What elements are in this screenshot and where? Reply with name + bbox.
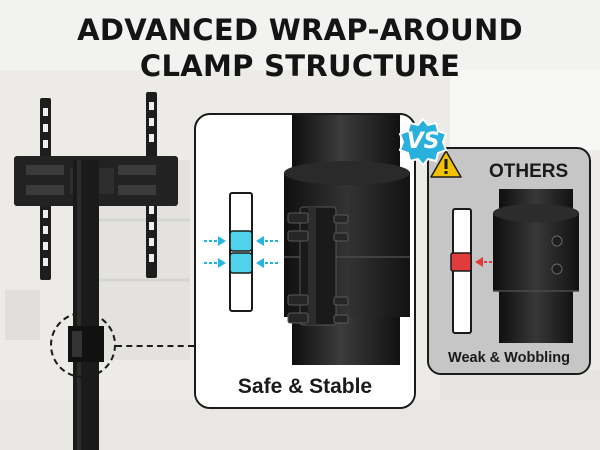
headline: ADVANCED WRAP-AROUND CLAMP STRUCTURE — [0, 12, 600, 84]
clamp-callout-line — [116, 345, 194, 347]
headline-line-2: CLAMP STRUCTURE — [139, 49, 461, 83]
vs-label: VS — [406, 129, 440, 154]
weak-wobbling-caption: Weak & Wobbling — [448, 350, 570, 366]
vs-badge-shape — [398, 117, 448, 167]
safe-stable-panel: Safe & Stable — [194, 113, 416, 409]
others-panel: OTHERS Weak & Wobbling — [427, 147, 591, 375]
wrap-around-clamp-illustration — [196, 115, 414, 407]
safe-stable-caption: Safe & Stable — [237, 375, 373, 398]
clamp-callout-circle — [50, 312, 116, 378]
warning-triangle-icon — [430, 150, 462, 178]
others-title: OTHERS — [489, 161, 569, 182]
tv-stand-product — [14, 92, 178, 450]
others-clamp-illustration — [429, 189, 589, 373]
vs-badge: VS — [398, 117, 448, 167]
headline-line-1: ADVANCED WRAP-AROUND — [77, 13, 523, 47]
